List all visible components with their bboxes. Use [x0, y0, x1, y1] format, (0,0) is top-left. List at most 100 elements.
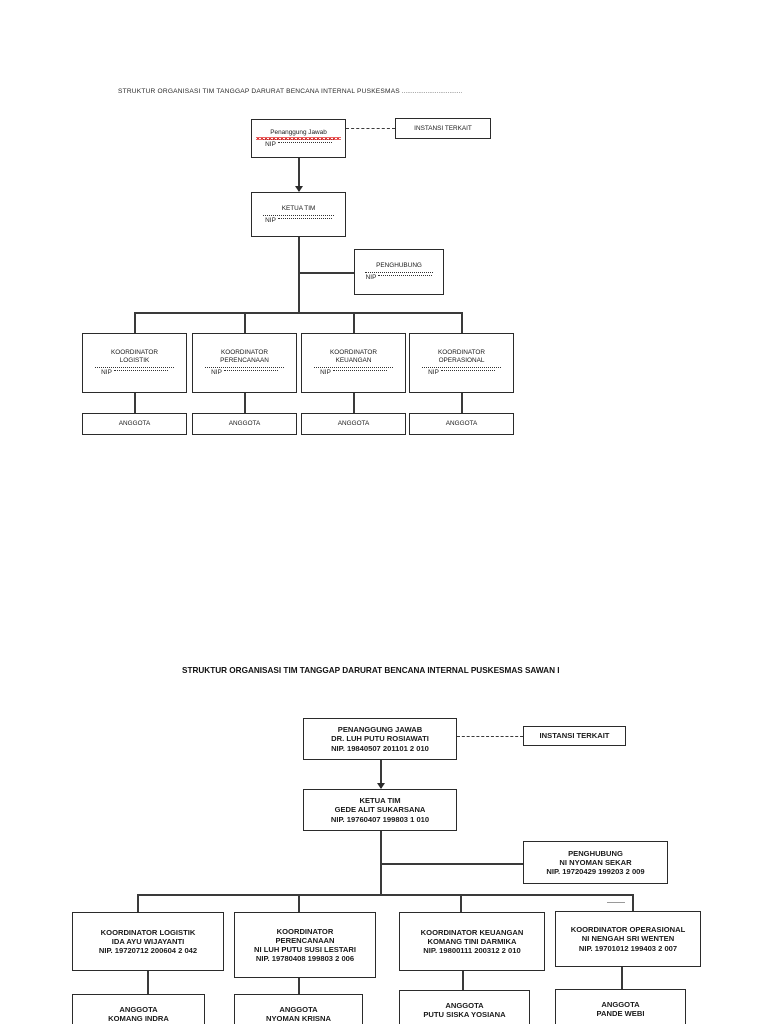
- chart1-drop-anggota-3: [353, 393, 355, 413]
- chart2-coordinator-1-role-line1: KOORDINATOR LOGISTIK: [100, 927, 196, 937]
- chart2-drop-anggota-4: [621, 967, 623, 989]
- chart2-anggota-box-4[interactable]: ANGGOTA PANDE WEBI: [555, 989, 686, 1024]
- chart1-coordinator-3-role-line1: KOORDINATOR: [330, 349, 377, 357]
- chart1-coordinator-2-nip: NIP: [197, 369, 292, 377]
- chart2-anggota-3-name: PUTU SISKA YOSIANA: [423, 1010, 506, 1019]
- chart2-coordinator-2-role-line2: PERENCANAAN: [275, 935, 335, 945]
- chart2-coordinator-logistik-box[interactable]: KOORDINATOR LOGISTIK IDA AYU WIJAYANTI N…: [72, 912, 224, 971]
- chart2-coordinator-keuangan-box[interactable]: KOORDINATOR KEUANGAN KOMANG TINI DARMIKA…: [399, 912, 545, 971]
- chart1-coordinator-4-role-line1: KOORDINATOR: [438, 349, 485, 357]
- chart1-anggota-2-label: ANGGOTA: [228, 420, 261, 428]
- chart2-anggota-3-label: ANGGOTA: [445, 1000, 484, 1010]
- chart2-distribution-bar: [137, 894, 632, 896]
- chart1-drop-coordinator-2: [244, 312, 246, 333]
- chart1-anggota-box-1[interactable]: ANGGOTA: [82, 413, 187, 435]
- chart1-drop-coordinator-4: [461, 312, 463, 333]
- chart2-coordinator-1-nip: NIP. 19720712 200604 2 042: [98, 946, 198, 956]
- chart1-coordinator-4-nip: NIP: [414, 369, 509, 377]
- chart2-anggota-4-name: PANDE WEBI: [596, 1009, 645, 1018]
- chart2-coordinator-operasional-box[interactable]: KOORDINATOR OPERASIONAL NI NENGAH SRI WE…: [555, 911, 701, 967]
- chart2-penanggung-jawab-name: DR. LUH PUTU ROSIAWATI: [331, 734, 429, 744]
- chart2-coordinator-2-name: NI LUH PUTU SUSI LESTARI: [254, 945, 356, 954]
- chart2-drop-coordinator-3: [460, 894, 462, 912]
- chart1-arrow-to-ketua: [294, 186, 303, 192]
- chart2-coordinator-perencanaan-box[interactable]: KOORDINATOR PERENCANAAN NI LUH PUTU SUSI…: [234, 912, 376, 978]
- chart2-ketua-tim-box[interactable]: KETUA TIM GEDE ALIT SUKARSANA NIP. 19760…: [303, 789, 457, 831]
- chart1-coordinator-2-name-blank: [204, 366, 285, 368]
- chart1-ketua-tim-nip: NIP: [256, 217, 341, 225]
- chart2-coordinator-3-nip: NIP. 19800111 200312 2 010: [423, 946, 521, 956]
- chart2-anggota-1-name: KOMANG INDRA: [108, 1014, 169, 1023]
- chart2-penghubung-name: NI NYOMAN SEKAR: [559, 857, 632, 867]
- chart2-dashed-connector: [457, 736, 523, 737]
- chart2-anggota-box-2[interactable]: ANGGOTA NYOMAN KRISNA: [234, 994, 363, 1024]
- chart1-coordinator-1-name-blank: [94, 366, 175, 368]
- chart2-arrow-to-ketua: [376, 783, 385, 789]
- chart2-drop-anggota-1: [147, 971, 149, 994]
- chart2-penghubung-nip: NIP. 19720429 199203 2 009: [546, 867, 645, 877]
- chart1-coordinator-4-name-blank: [421, 366, 502, 368]
- chart1-drop-anggota-1: [134, 393, 136, 413]
- chart1-drop-coordinator-1: [134, 312, 136, 333]
- chart1-instansi-terkait-box[interactable]: INSTANSI TERKAIT: [395, 118, 491, 139]
- chart1-title-trailing-dots: .................................: [399, 88, 463, 95]
- chart1-anggota-box-3[interactable]: ANGGOTA: [301, 413, 406, 435]
- chart2-anggota-4-label: ANGGOTA: [601, 999, 640, 1009]
- chart1-penanggung-jawab-role: Penanggung Jawab: [256, 129, 341, 140]
- chart1-coordinator-2-role-line1: KOORDINATOR: [221, 349, 268, 357]
- chart1-coordinator-3-name-blank: [313, 366, 394, 368]
- chart1-trunk-line: [298, 237, 300, 313]
- chart1-anggota-box-4[interactable]: ANGGOTA: [409, 413, 514, 435]
- chart1-instansi-terkait-label: INSTANSI TERKAIT: [414, 124, 472, 132]
- chart2-coordinator-3-role-line1: KOORDINATOR KEUANGAN: [420, 927, 524, 937]
- chart1-coordinator-1-nip: NIP: [87, 369, 182, 377]
- chart1-coordinator-operasional-box[interactable]: KOORDINATOR OPERASIONAL NIP: [409, 333, 514, 393]
- chart1-coordinator-1-role-line2: LOGISTIK: [119, 357, 150, 365]
- chart1-anggota-1-label: ANGGOTA: [118, 420, 151, 428]
- chart2-drop-anggota-2: [298, 978, 300, 994]
- chart2-coordinator-4-name: NI NENGAH SRI WENTEN: [581, 934, 675, 944]
- chart2-drop-coordinator-2: [298, 894, 300, 912]
- chart1-anggota-box-2[interactable]: ANGGOTA: [192, 413, 297, 435]
- chart1-drop-coordinator-3: [353, 312, 355, 333]
- chart2-coordinator-2-role-line1: KOORDINATOR: [276, 926, 334, 936]
- chart2-coordinator-4-role-line1: KOORDINATOR OPERASIONAL: [570, 925, 686, 935]
- chart1-coordinator-logistik-box[interactable]: KOORDINATOR LOGISTIK NIP: [82, 333, 187, 393]
- chart1-coordinator-keuangan-box[interactable]: KOORDINATOR KEUANGAN NIP: [301, 333, 406, 393]
- chart1-ketua-tim-name-blank: [262, 214, 335, 216]
- chart2-coordinator-2-nip: NIP. 19780408 199803 2 006: [255, 954, 355, 964]
- chart2-penanggung-jawab-box[interactable]: PENANGGUNG JAWAB DR. LUH PUTU ROSIAWATI …: [303, 718, 457, 760]
- chart2-line-pj-to-ketua: [380, 760, 382, 788]
- chart2-penanggung-jawab-role: PENANGGUNG JAWAB: [337, 725, 423, 735]
- chart1-coordinator-perencanaan-box[interactable]: KOORDINATOR PERENCANAAN NIP: [192, 333, 297, 393]
- chart2-instansi-terkait-box[interactable]: INSTANSI TERKAIT: [523, 726, 626, 746]
- chart2-penghubung-box[interactable]: PENGHUBUNG NI NYOMAN SEKAR NIP. 19720429…: [523, 841, 668, 884]
- chart2-line-to-penghubung: [380, 863, 523, 865]
- chart2-anggota-box-1[interactable]: ANGGOTA KOMANG INDRA: [72, 994, 205, 1024]
- chart2-drop-coordinator-4: [632, 894, 634, 911]
- chart2-penanggung-jawab-nip: NIP. 19840507 201101 2 010: [331, 743, 429, 753]
- chart1-line-to-penghubung: [298, 272, 354, 274]
- chart2-anggota-box-3[interactable]: ANGGOTA PUTU SISKA YOSIANA: [399, 990, 530, 1024]
- chart1-line-pj-to-ketua: [298, 158, 300, 191]
- chart2-coordinator-1-name: IDA AYU WIJAYANTI: [111, 936, 185, 946]
- chart1-ketua-tim-role: KETUA TIM: [281, 204, 316, 212]
- chart1-title-text: STRUKTUR ORGANISASI TIM TANGGAP DARURAT …: [118, 88, 400, 95]
- chart1-distribution-bar: [134, 312, 462, 314]
- chart1-penghubung-role: PENGHUBUNG: [376, 262, 422, 270]
- chart1-drop-anggota-4: [461, 393, 463, 413]
- chart1-penghubung-nip: NIP: [359, 274, 439, 282]
- chart2-instansi-terkait-label: INSTANSI TERKAIT: [539, 731, 610, 741]
- chart2-anggota-2-label: ANGGOTA: [279, 1004, 318, 1014]
- chart2-trunk-line: [380, 831, 382, 894]
- chart1-penghubung-box[interactable]: PENGHUBUNG NIP: [354, 249, 444, 295]
- chart2-penghubung-role: PENGHUBUNG: [568, 848, 623, 858]
- chart1-anggota-3-label: ANGGOTA: [337, 420, 370, 428]
- chart2-ketua-tim-role: KETUA TIM: [359, 796, 401, 806]
- chart1-coordinator-3-nip: NIP: [306, 369, 401, 377]
- chart1-ketua-tim-box[interactable]: KETUA TIM NIP: [251, 192, 346, 237]
- chart2-anggota-2-name: NYOMAN KRISNA: [266, 1014, 331, 1023]
- chart1-penanggung-jawab-nip: NIP: [256, 141, 341, 149]
- chart1-penanggung-jawab-box[interactable]: Penanggung Jawab NIP: [251, 119, 346, 158]
